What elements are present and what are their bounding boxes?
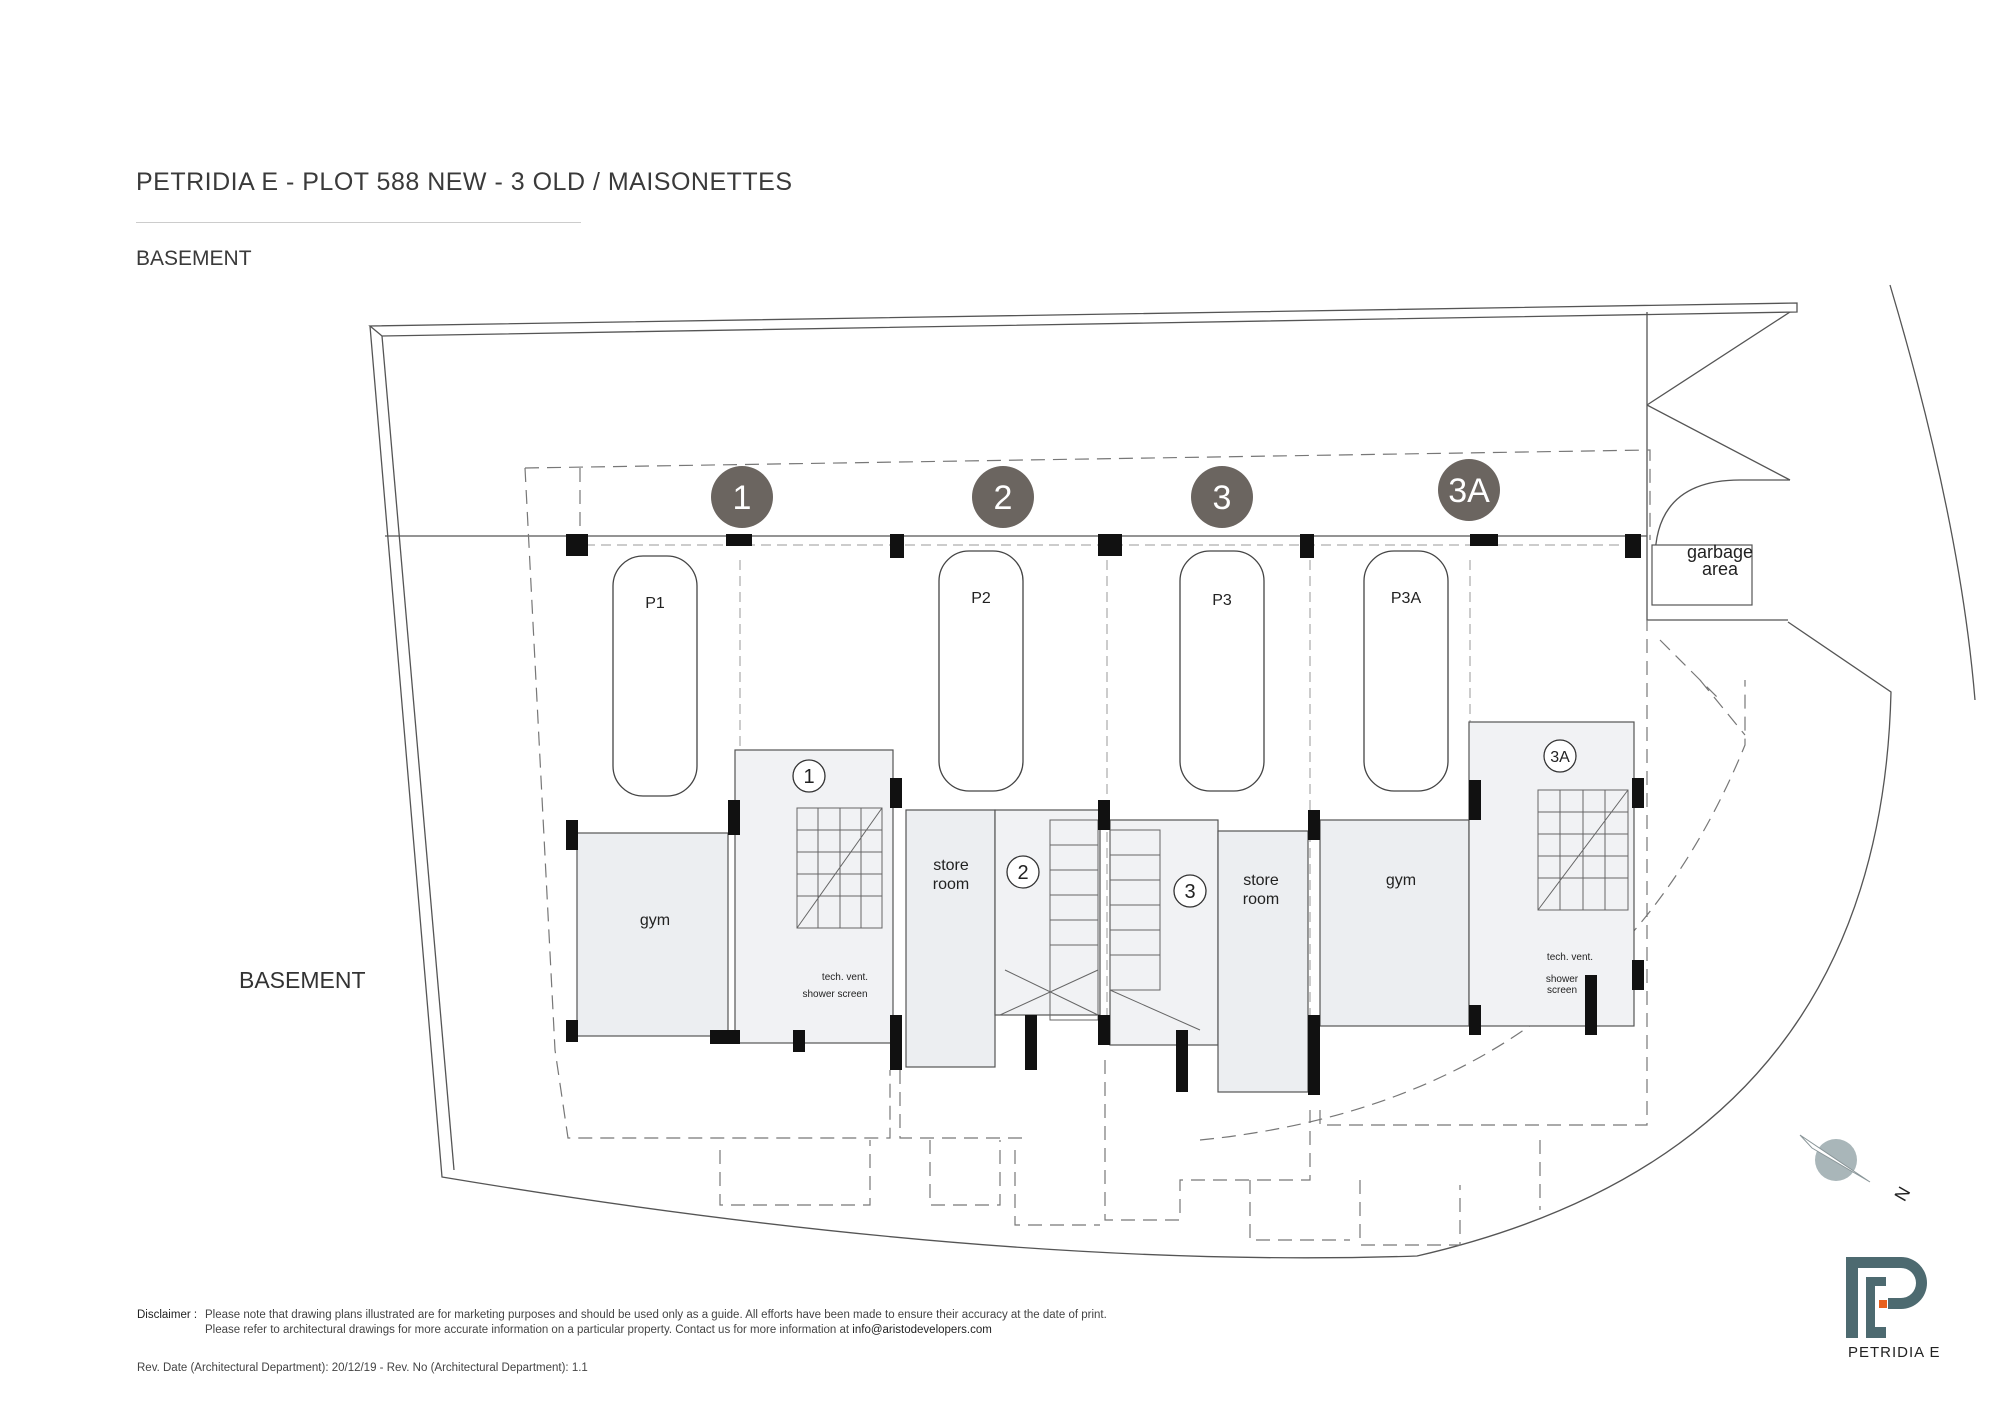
room-label-store-3b: room xyxy=(1243,891,1279,908)
car-p2 xyxy=(938,550,1024,792)
room-label-store-3a: store xyxy=(1243,872,1279,889)
room-label-gym-1: gym xyxy=(640,912,670,929)
parking-label-p3: P3 xyxy=(1212,592,1232,609)
unit-entry-markers xyxy=(792,739,1577,908)
stairs xyxy=(796,789,1629,1031)
plot-boundary xyxy=(368,284,1976,1259)
page-title: PETRIDIA E - PLOT 588 NEW - 3 OLD / MAIS… xyxy=(136,168,793,196)
unit-marker-3: 3 xyxy=(1213,479,1232,517)
room-label-store-2b: room xyxy=(933,876,969,893)
label-shower-3a-a: shower xyxy=(1546,974,1579,985)
revision-info: Rev. Date (Architectural Department): 20… xyxy=(137,1362,588,1374)
label-shower-3a-b: screen xyxy=(1547,985,1577,996)
unit-marker-3a: 3A xyxy=(1448,472,1490,510)
contact-email-link[interactable]: info@aristodevelopers.com xyxy=(852,1324,992,1336)
unit-2-core xyxy=(994,809,1101,1016)
parking-label-p2: P2 xyxy=(971,590,991,607)
unit-marker-1: 1 xyxy=(733,479,752,517)
logo-text: PETRIDIA E xyxy=(1848,1344,1941,1361)
label-shower-1: shower screen xyxy=(802,989,867,1000)
entry-marker-3a: 3A xyxy=(1550,749,1570,766)
gym-3a-room xyxy=(1319,819,1470,1027)
room-label-garbage-b: area xyxy=(1702,559,1739,579)
title-divider xyxy=(136,222,581,223)
level-subtitle: BASEMENT xyxy=(136,247,252,270)
disclaimer-line-2: Please refer to architectural drawings f… xyxy=(205,1324,850,1336)
unit-3-core xyxy=(1109,819,1219,1046)
entry-marker-1: 1 xyxy=(803,766,814,788)
upper-floor-outline xyxy=(524,449,1746,1246)
disclaimer: Disclaimer : Please note that drawing pla… xyxy=(137,1308,1107,1338)
room-label-garbage-a: garbage xyxy=(1687,542,1753,562)
structural-columns xyxy=(566,534,1644,1095)
store-room-2 xyxy=(905,809,996,1068)
unit-markers: 1 2 3 3A xyxy=(711,459,1500,528)
north-compass-icon: N xyxy=(1799,1134,1914,1205)
petridia-logo-icon xyxy=(1846,1257,1927,1338)
level-label: BASEMENT xyxy=(239,967,366,993)
entry-marker-3: 3 xyxy=(1184,881,1195,903)
room-label-gym-3a: gym xyxy=(1386,872,1416,889)
disclaimer-line-1: Please note that drawing plans illustrat… xyxy=(205,1309,1107,1321)
label-tech-vent-1: tech. vent. xyxy=(822,972,868,983)
room-fills xyxy=(576,544,1753,1093)
entry-marker-2: 2 xyxy=(1017,862,1028,884)
car-p3 xyxy=(1179,550,1265,792)
label-tech-vent-3a: tech. vent. xyxy=(1547,952,1593,963)
parking-label-p3a: P3A xyxy=(1391,590,1422,607)
gym-1-room xyxy=(576,832,729,1037)
garbage-area-box xyxy=(1651,544,1753,606)
unit-marker-2: 2 xyxy=(994,479,1013,517)
room-label-store-2a: store xyxy=(933,857,969,874)
parked-cars xyxy=(612,550,1449,797)
north-label: N xyxy=(1890,1183,1914,1204)
parking-label-p1: P1 xyxy=(645,595,665,612)
disclaimer-label: Disclaimer : xyxy=(137,1309,198,1321)
store-room-3 xyxy=(1217,830,1309,1093)
car-p3a xyxy=(1363,550,1449,792)
car-p1 xyxy=(612,555,698,797)
unit-3a-core xyxy=(1468,721,1635,1027)
